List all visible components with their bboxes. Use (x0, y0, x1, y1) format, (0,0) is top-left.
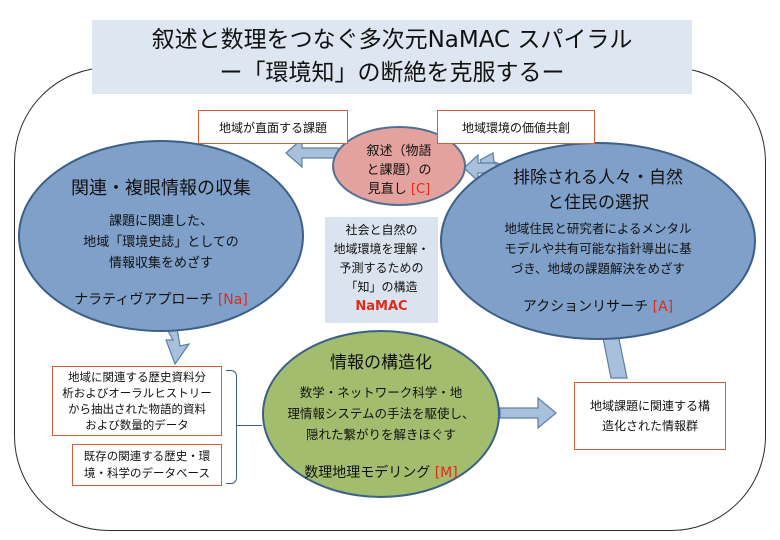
arrow-narrative-to-issues (285, 137, 339, 169)
left-ellipse (18, 140, 304, 332)
arrow-bottom-to-output (499, 396, 557, 430)
history-line-2: 析およびオーラルヒストリー (62, 386, 212, 400)
database-line-1: 既存の関連する歴史・環 (83, 449, 211, 463)
database-box: 既存の関連する歴史・環 境・科学のデータベース (72, 444, 222, 486)
left-method: ナラティヴアプローチ [Na] (38, 289, 284, 309)
narrative-line-2: と課題）の (366, 163, 432, 178)
history-line-1: 地域に関連する歴史資料分 (68, 370, 206, 384)
bottom-desc-3: 隠れた繋がりを解きほぐす (305, 427, 456, 442)
namac-box: 社会と自然の 地域環境を理解・ 予測するための 「知」の構造 NaMAC (325, 217, 438, 323)
namac-line-2: 地域環境を理解・ (333, 242, 430, 256)
right-heading-2: と住民の選択 (547, 193, 649, 213)
issues-box: 地域が直面する課題 (198, 110, 348, 144)
namac-line-4: 「知」の構造 (345, 280, 418, 294)
title-box: 叙述と数理をつなぐ多次元NaMAC スパイラル ー「環境知」の断絶を克服するー (92, 20, 692, 94)
title-line-1: 叙述と数理をつなぐ多次元NaMAC スパイラル (151, 27, 633, 53)
arrow-right-to-narrative (463, 153, 497, 183)
right-method-code: [A] (652, 299, 674, 315)
values-box: 地域環境の価値共創 (437, 110, 595, 144)
bottom-method-code: [M] (434, 465, 458, 481)
right-heading-1: 排除される人々・自然 (513, 168, 683, 188)
right-method-label: アクションリサーチ (522, 299, 649, 315)
left-method-label: ナラティヴアプローチ (74, 292, 214, 308)
narrative-line-1: 叙述（物語 (366, 144, 432, 159)
narrative-line-3: 見直し [C] (336, 178, 462, 197)
bottom-desc-2: 理情報システムの手法を駆使し、 (287, 406, 475, 421)
output-box: 地域課題に関連する構 造化された情報群 (574, 382, 726, 450)
left-heading: 関連・複眼情報の収集 (71, 178, 251, 199)
left-method-code: [Na] (217, 292, 248, 308)
left-desc-3: 情報収集をめざす (108, 256, 213, 271)
bottom-heading: 情報の構造化 (330, 353, 432, 373)
namac-line-1: 社会と自然の (345, 223, 418, 237)
namac-name: NaMAC (355, 299, 408, 314)
narrative-code: [C] (410, 182, 431, 197)
history-line-3: から抽出された物語的資料 (68, 402, 206, 416)
right-desc-2: モデルや共有可能な指針導出に基 (504, 241, 692, 256)
database-line-2: 境・科学のデータベース (84, 466, 210, 480)
title-line-2: ー「環境知」の断絶を克服するー (219, 60, 565, 86)
bracket (226, 370, 237, 484)
history-box: 地域に関連する歴史資料分 析およびオーラルヒストリー から抽出された物語的資料 … (52, 366, 222, 436)
left-desc-2: 地域「環境史誌」としての (83, 235, 239, 250)
bottom-method: 数理地理モデリング [M] (270, 462, 492, 482)
namac-line-3: 予測するための (339, 261, 424, 275)
output-line-1: 地域課題に関連する構 (589, 399, 710, 413)
history-line-4: および数量的データ (85, 418, 189, 432)
bracket-connector (236, 425, 262, 426)
narrative-label: 見直し (367, 182, 407, 197)
left-desc-1: 課題に関連した、 (108, 214, 213, 229)
bottom-method-label: 数理地理モデリング (304, 465, 431, 481)
bottom-desc-1: 数学・ネットワーク科学・地 (299, 385, 463, 400)
output-line-2: 造化された情報群 (601, 419, 698, 433)
right-ellipse (440, 142, 756, 340)
bottom-ellipse (262, 330, 500, 498)
right-method: アクションリサーチ [A] (448, 296, 748, 316)
right-desc-3: づき、地域の課題解決をめざす (510, 261, 686, 276)
right-desc-1: 地域住民と研究者によるメンタル (504, 221, 692, 236)
